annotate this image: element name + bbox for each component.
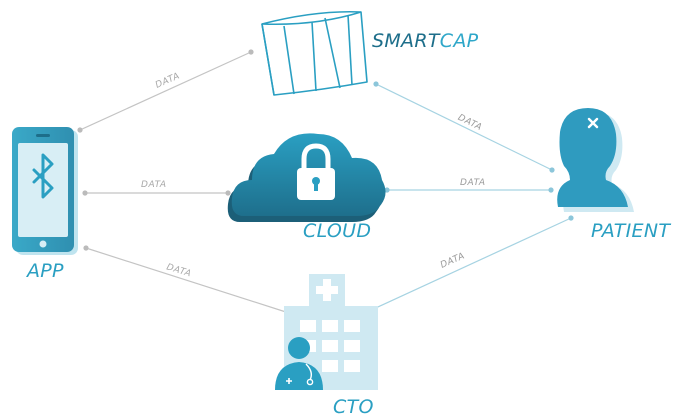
edge-label-patient-cloud: DATA [460, 178, 486, 188]
app-label: APP [27, 260, 64, 282]
smartcap-label: SMARTCAP [372, 30, 478, 52]
edge-app-cloud [82, 190, 231, 196]
edge-smartcap-patient [373, 81, 555, 173]
cloud-label: CLOUD [303, 220, 372, 242]
hospital-icon [284, 274, 378, 390]
edge-app-smartcap [77, 49, 254, 133]
doctor-icon [275, 337, 323, 390]
patient-label: PATIENT [591, 220, 671, 242]
smartcap-label-part2: CAP [439, 30, 479, 52]
edge-cto-patient [364, 215, 574, 315]
smartcap-label-part1: SMART [372, 30, 440, 52]
edge-patient-cloud [384, 187, 554, 193]
smartcap-icon [261, 10, 368, 96]
patient-icon [557, 108, 634, 212]
edge-app-cto [83, 245, 292, 316]
cloud-lock-icon [227, 133, 386, 222]
edge-label-app-cloud: DATA [141, 180, 167, 190]
cto-label: CTO [333, 396, 374, 418]
smartphone-icon [12, 127, 78, 255]
